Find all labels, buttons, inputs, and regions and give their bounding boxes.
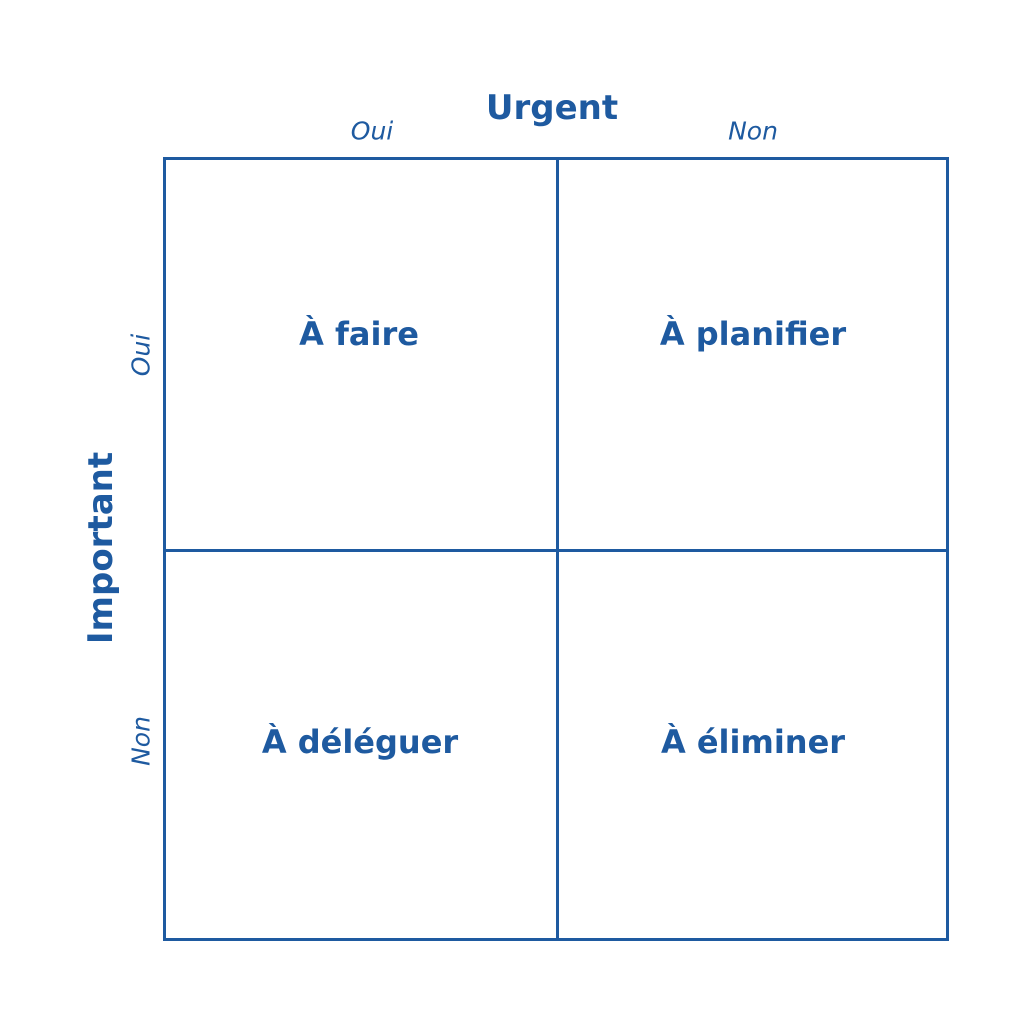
quadrant-delegate: À déléguer: [261, 723, 459, 761]
important-yes-label: Oui: [126, 333, 156, 377]
urgent-no-label: Non: [728, 116, 778, 146]
urgent-yes-label: Oui: [350, 116, 394, 146]
urgent-axis-title: Urgent: [485, 88, 619, 128]
quadrant-schedule: À planifier: [659, 315, 847, 353]
quadrant-do: À faire: [299, 315, 419, 353]
important-axis-title: Important: [81, 451, 121, 645]
important-no-label: Non: [126, 716, 156, 766]
matrix-grid: [163, 157, 949, 941]
quadrant-eliminate: À éliminer: [660, 723, 846, 761]
grid-horizontal-divider: [166, 549, 946, 552]
